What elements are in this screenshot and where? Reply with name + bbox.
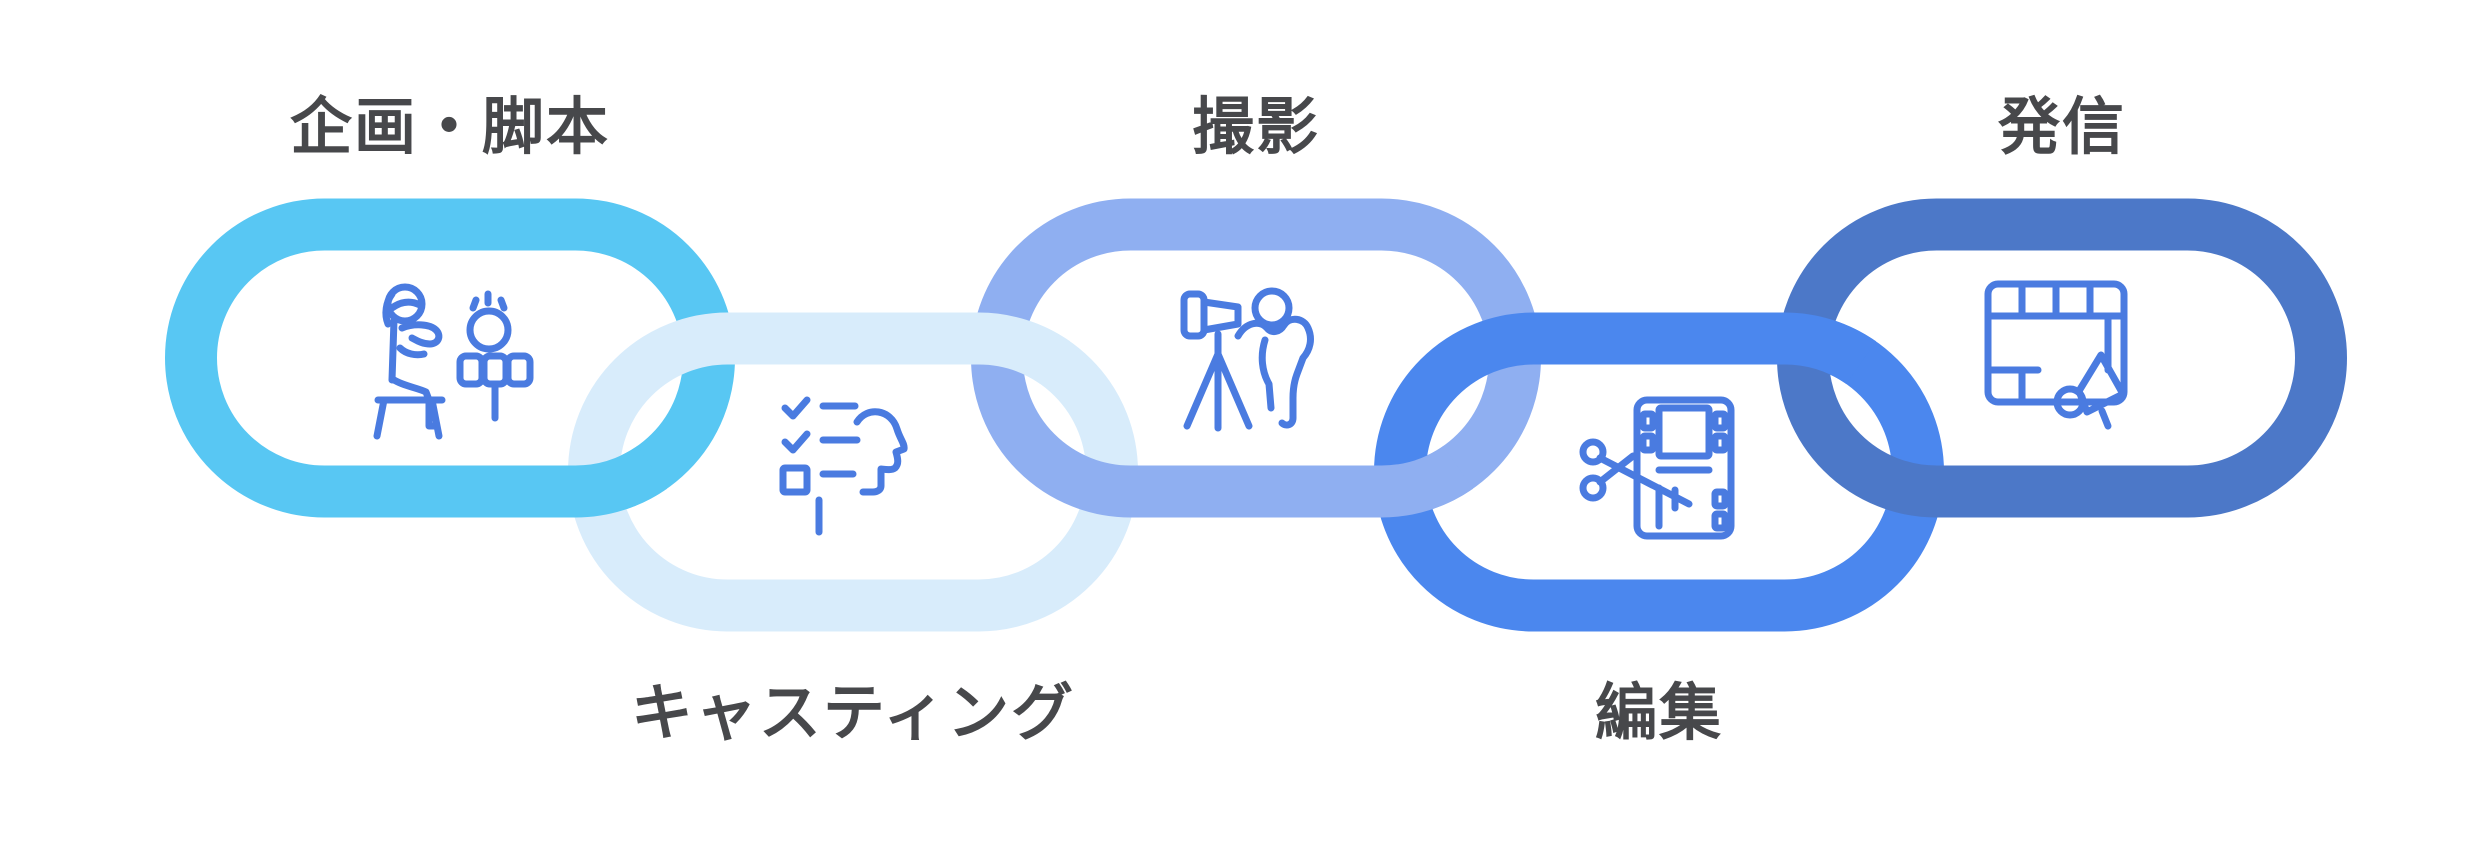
person-interview-icon: [373, 283, 534, 440]
stage-label-planning: 企画・脚本: [289, 93, 611, 162]
stage-label-editing: 編集: [1594, 679, 1724, 748]
stage-label-casting: キャスティング: [630, 679, 1076, 748]
checklist-profile-icon: [779, 396, 908, 536]
film-scissors-icon: [1579, 396, 1735, 540]
stage-label-publishing: 発信: [1997, 93, 2127, 162]
film-megaphone-icon: [1984, 280, 2128, 430]
interlock-patch-casting-over-filming: [913, 312, 1070, 385]
interlock-patch-planning-over-casting: [510, 445, 667, 518]
stage-label-filming: 撮影: [1191, 93, 1321, 162]
chain-interlock-patches: [510, 312, 1876, 518]
interlock-patch-filming-over-editing: [1316, 445, 1473, 518]
interlock-patch-editing-over-publishing: [1719, 312, 1876, 385]
camera-tripod-icon: [1180, 287, 1314, 432]
